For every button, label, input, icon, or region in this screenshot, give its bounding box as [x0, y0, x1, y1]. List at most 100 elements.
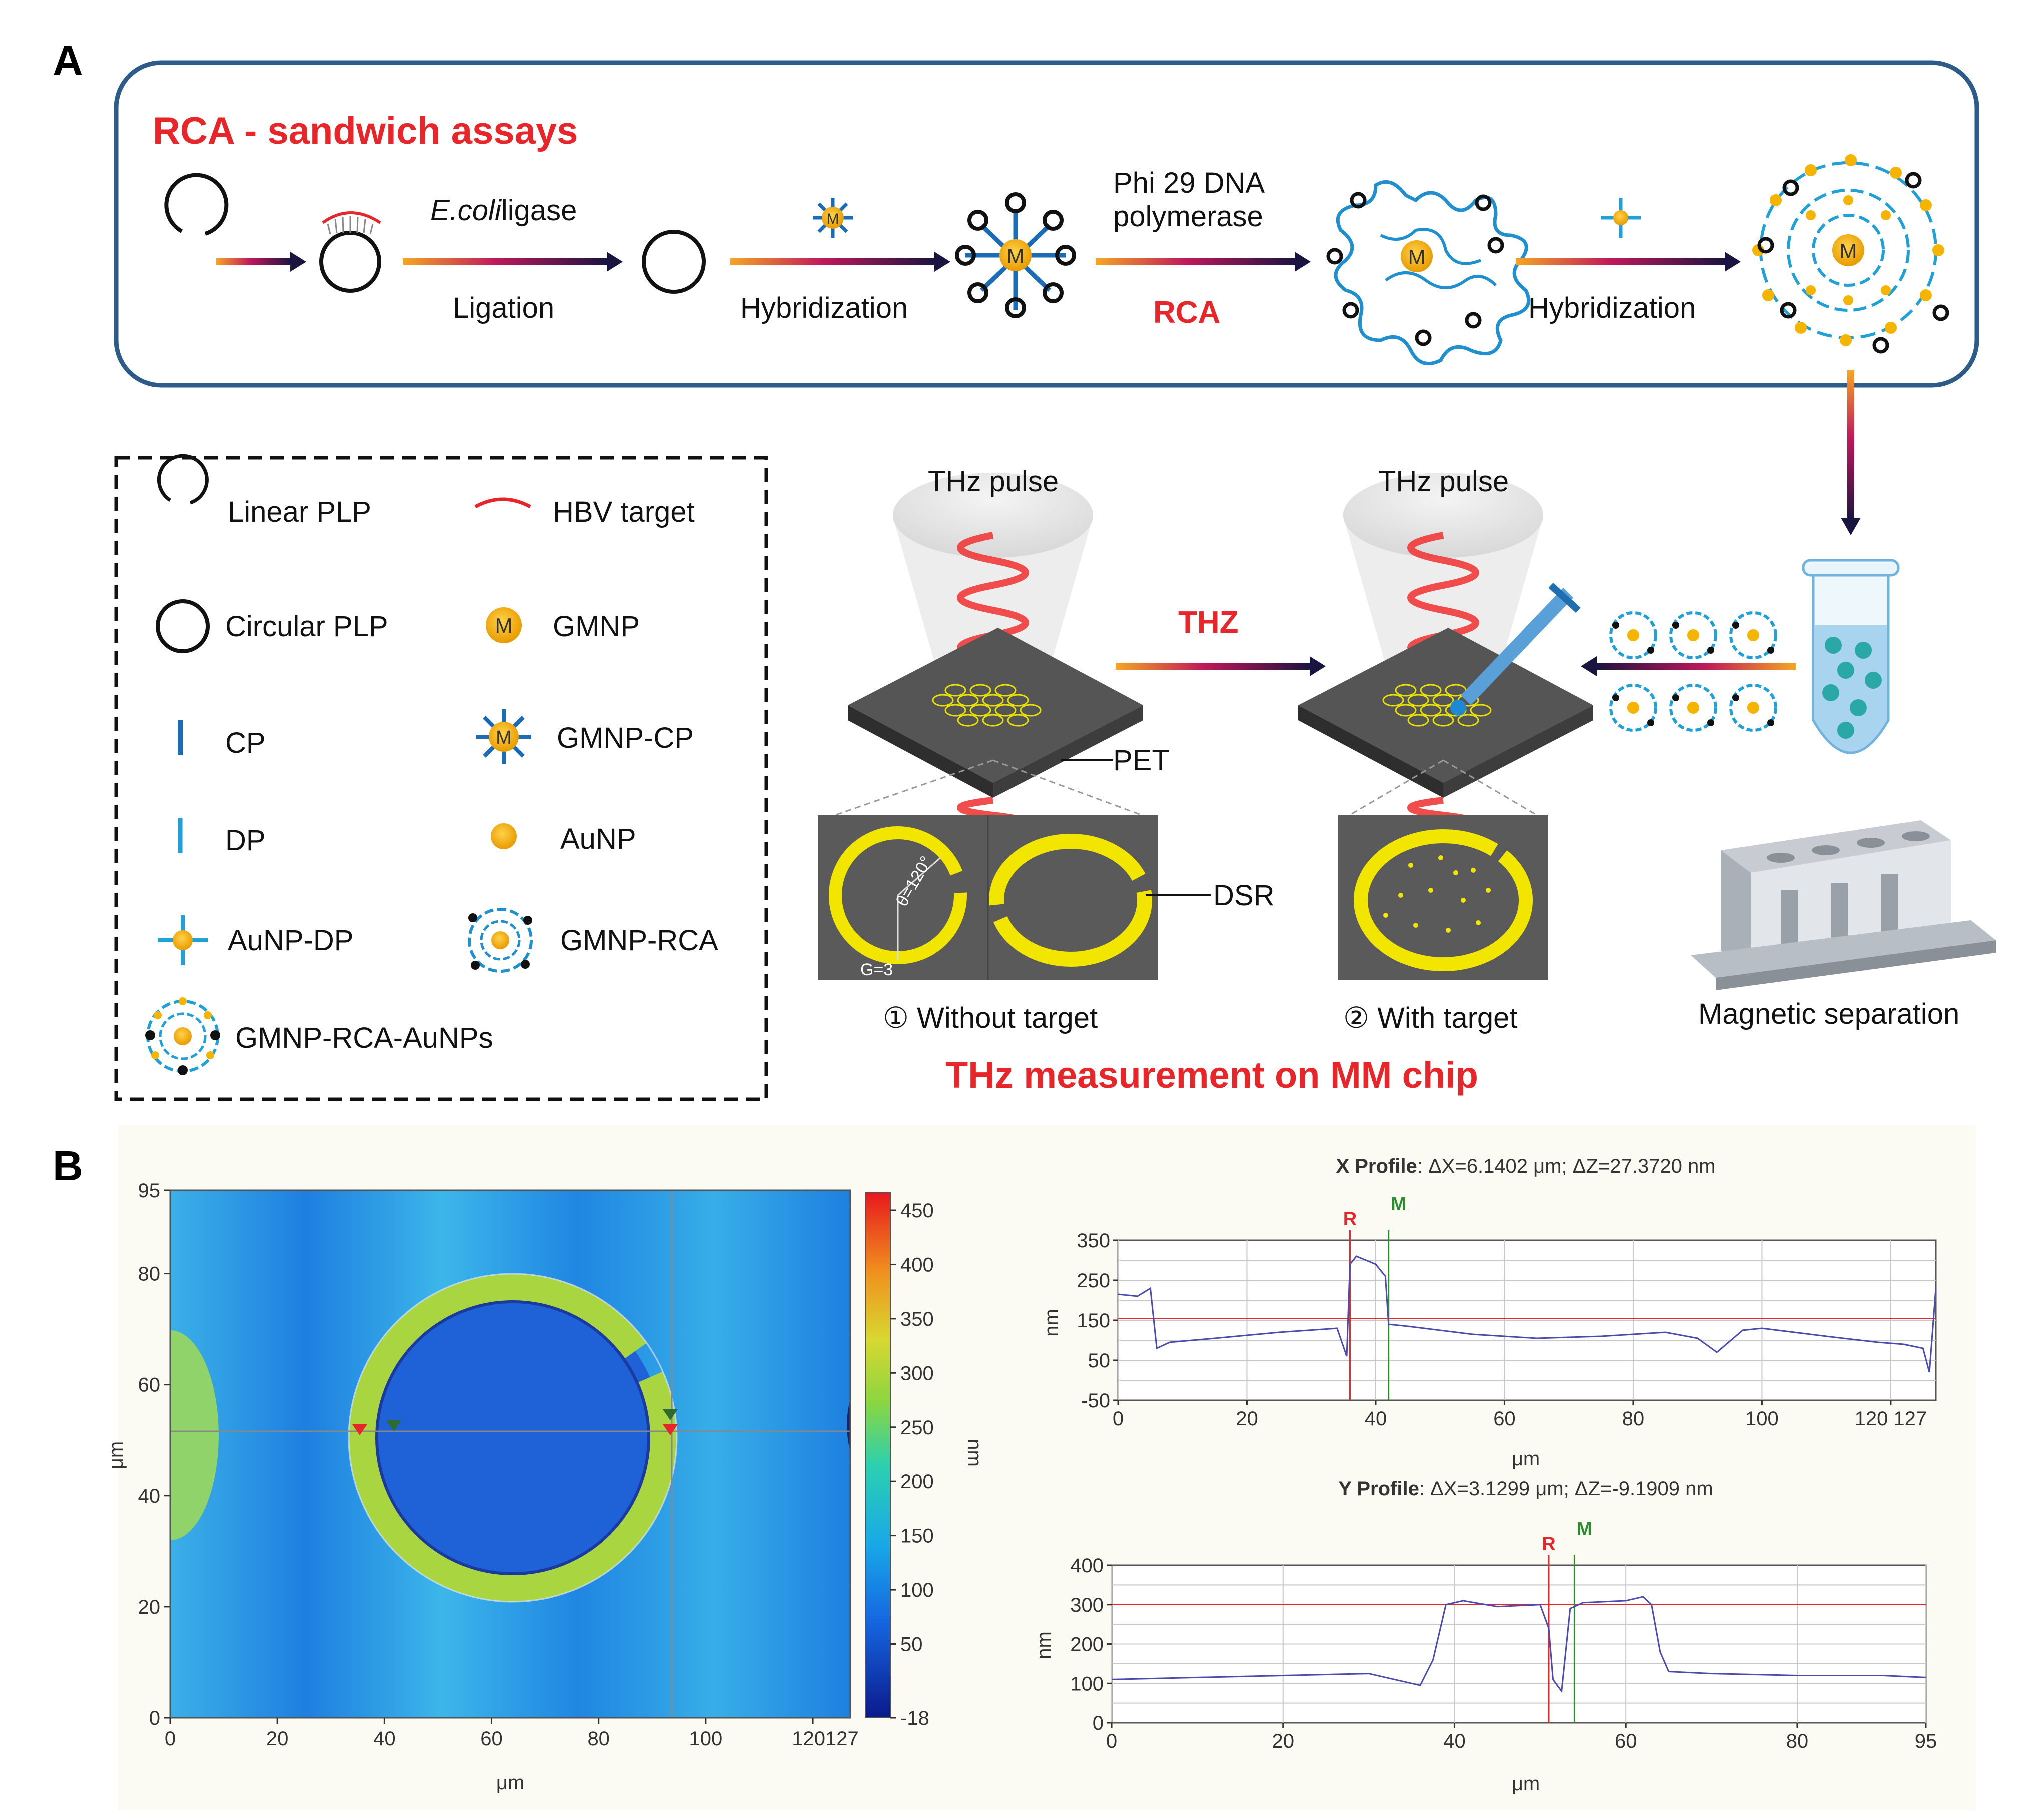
x-tick-label: 60 [1493, 1408, 1516, 1430]
y-tick-label: 150 [1077, 1310, 1110, 1332]
rca-frame [114, 60, 1979, 388]
x-profile-x-label: μm [1512, 1448, 1540, 1470]
dsr-pointer: DSR [1146, 879, 1274, 912]
down-arrow [1841, 370, 1861, 535]
svg-text:M: M [1840, 239, 1857, 263]
afm-y-tick-label: 0 [149, 1707, 160, 1729]
afm-x-tick-label: 0 [165, 1728, 176, 1750]
afm-x-tick-label: 20 [266, 1728, 289, 1750]
colorbar-tick-label: 200 [900, 1471, 934, 1493]
magnetic-separation-label: Magnetic separation [1698, 998, 1959, 1030]
x-tick-label: 40 [1443, 1730, 1466, 1752]
y-tick-label: -50 [1081, 1390, 1110, 1412]
marker-r-label: R [1542, 1534, 1555, 1555]
colorbar-unit: nm [963, 1439, 985, 1467]
svg-text:GMNP-RCA-AuNPs: GMNP-RCA-AuNPs [235, 1022, 493, 1054]
svg-text:GMNP-CP: GMNP-CP [557, 722, 694, 754]
ligation-arrow-2 [403, 252, 623, 272]
thz-measurement-title: THz measurement on MM chip [945, 1054, 1478, 1096]
x-tick-label: 20 [1236, 1408, 1258, 1430]
without-target-label: ① Without target [883, 1002, 1098, 1034]
rca-label: RCA [1153, 295, 1220, 330]
y-tick-label: 350 [1077, 1230, 1110, 1252]
tube-icon [1802, 559, 1900, 754]
marker-m-label: M [1577, 1519, 1593, 1540]
svg-text:DSR: DSR [1213, 879, 1274, 912]
panel-a-label: A [53, 37, 83, 84]
with-target-label: ② With target [1343, 1002, 1518, 1034]
svg-text:Linear PLP: Linear PLP [228, 496, 371, 528]
svg-text:GMNP: GMNP [553, 610, 640, 643]
afm-y-tick-label: 40 [138, 1485, 161, 1507]
svg-text:AuNP: AuNP [560, 823, 636, 855]
ligation-label: Ligation [453, 292, 554, 324]
y-tick-label: 0 [1093, 1712, 1104, 1734]
zoom-lines-left [820, 759, 1156, 821]
afm-x-tick-label: 60 [480, 1728, 503, 1750]
x-tick-label: 80 [1786, 1730, 1809, 1752]
profile-line [1118, 1255, 1937, 1373]
panel-b-label: B [53, 1142, 83, 1189]
y-profile-y-label: nm [1033, 1631, 1055, 1659]
hybridization-label-1: Hybridization [740, 292, 908, 324]
afm-y-tick-label: 95 [138, 1180, 161, 1202]
legend-hbv-target: HBV target [474, 496, 695, 528]
colorbar-tick-label: 400 [900, 1254, 934, 1276]
svg-text:M: M [496, 727, 512, 748]
legend-linear-plp: Linear PLP [157, 454, 371, 528]
colorbar-tick-label: 150 [900, 1525, 934, 1547]
legend-gmnp: M GMNP [486, 607, 640, 643]
colorbar-tick-label: -18 [900, 1707, 929, 1729]
svg-text:DP: DP [225, 824, 266, 857]
dsr-zoom-right [1338, 815, 1548, 980]
colorbar-tick-label: 100 [900, 1579, 934, 1601]
svg-text:HBV target: HBV target [553, 496, 695, 528]
legend-aunp-dp: AuNP-DP [158, 915, 353, 965]
x-tick-label: 100 [1745, 1408, 1779, 1430]
y-tick-label: 200 [1070, 1634, 1104, 1656]
svg-text:CP: CP [225, 727, 266, 759]
y-tick-label: 100 [1070, 1673, 1104, 1695]
chip-right [1298, 582, 1593, 834]
svg-text:PET: PET [1113, 744, 1170, 777]
rca-arrow [1096, 252, 1311, 272]
legend-gmnp-rca-aunps: GMNP-RCA-AuNPs [145, 997, 493, 1075]
thz-cone-left [893, 473, 1093, 714]
gmnp-plp-complex-icon: M [955, 192, 1076, 318]
svg-text:M: M [1408, 245, 1426, 269]
gmnp-rca-aunps-complex-icon: M [1752, 154, 1949, 354]
rca-title: RCA - sandwich assays [153, 110, 578, 152]
circular-plp-icon [642, 230, 706, 294]
marker-r-label: R [1343, 1209, 1357, 1230]
legend-gmnp-rca: GMNP-RCA [468, 908, 718, 973]
legend-box [114, 456, 768, 1101]
svg-text:M: M [827, 211, 839, 227]
ligation-arrow-1 [216, 252, 306, 272]
colorbar-tick-label: 250 [900, 1417, 934, 1439]
polymerase-label-2: polymerase [1113, 200, 1263, 233]
hybridization-arrow-2 [1516, 252, 1741, 272]
x-tick-label: 120 127 [1855, 1408, 1927, 1430]
y-profile-x-label: μm [1512, 1773, 1540, 1795]
legend-cp: CP [178, 720, 266, 759]
afm-map [169, 1189, 851, 1719]
svg-text:M: M [1007, 244, 1025, 268]
clusters-arrow [1581, 656, 1796, 676]
magnetic-rack-icon [1691, 820, 1996, 990]
thz-pulse-label-left: THz pulse [928, 465, 1059, 498]
y-tick-label: 250 [1077, 1270, 1110, 1292]
x-tick-label: 40 [1365, 1408, 1387, 1430]
gap-label: G=3 [860, 960, 893, 979]
x-profile-title: X Profile: ΔX=6.1402 μm; ΔZ=27.3720 nm [1336, 1155, 1715, 1177]
legend-dp: DP [178, 818, 266, 857]
hybridization-arrow-1 [730, 252, 950, 272]
thz-pulse-label-right: THz pulse [1378, 465, 1509, 498]
colorbar-tick-label: 300 [900, 1362, 934, 1384]
afm-x-tick-label: 40 [373, 1728, 396, 1750]
x-tick-label: 0 [1113, 1408, 1124, 1430]
polymerase-label-1: Phi 29 DNA [1113, 167, 1265, 199]
